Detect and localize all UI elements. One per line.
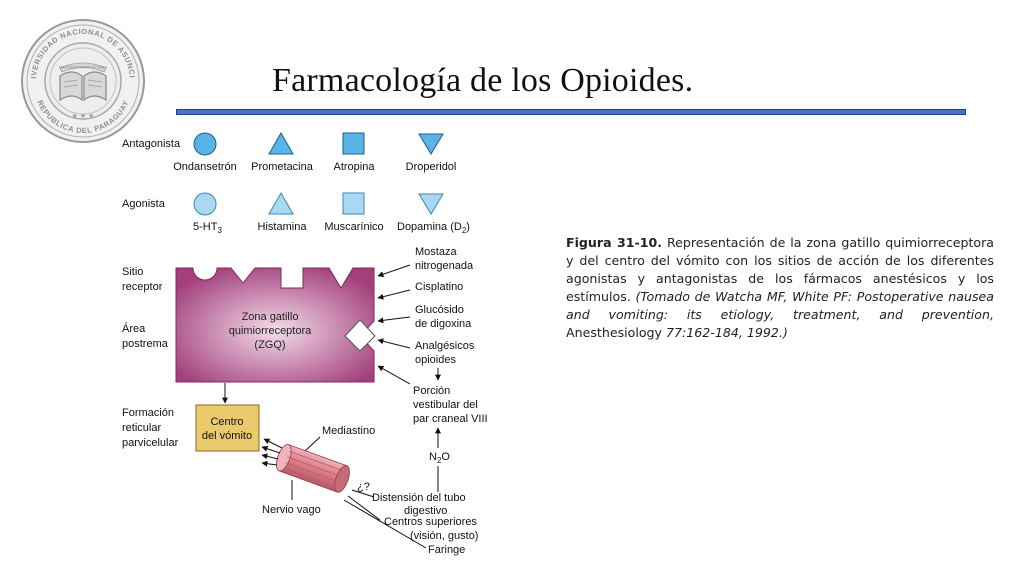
centros-superiores-label: (visión, gusto)	[410, 530, 478, 542]
agonist-inverted-triangle-shape	[418, 193, 444, 215]
zone-label: (ZGQ)	[254, 339, 285, 351]
seal-star-icon: ★ ★ ★	[72, 112, 95, 120]
sitio-receptor-label: receptor	[122, 281, 163, 293]
fiber-arrow	[261, 460, 278, 467]
stimulus-arrow	[377, 264, 411, 278]
nerve-line	[347, 495, 381, 521]
faringe-label: Faringe	[428, 544, 465, 556]
stimulus-label: Glucósido	[415, 304, 464, 316]
caption-citation: 77:162-184, 1992.)	[666, 325, 788, 340]
vomit-center-label: Centro	[210, 416, 243, 428]
sitio-receptor-label: Sitio	[122, 266, 143, 278]
university-seal-logo: UNIVERSIDAD NACIONAL DE ASUNCION REPUBLI…	[20, 18, 145, 143]
stimulus-label: nitrogenada	[415, 260, 474, 272]
chemoreceptor-zone-box	[175, 267, 375, 383]
distension-label: digestivo	[404, 505, 447, 517]
antagonist-triangle-shape	[268, 131, 294, 155]
question-label: ¿?	[357, 481, 370, 493]
stimulus-label: de digoxina	[415, 318, 472, 330]
agonist-triangle-shape	[268, 191, 294, 215]
vagus-nerve-cylinder	[276, 444, 350, 493]
figure-number: Figura 31-10.	[566, 235, 663, 250]
agonist-square-shape	[342, 192, 365, 215]
stimulus-arrow	[377, 338, 411, 349]
formacion-reticular-label: reticular	[122, 422, 161, 434]
agonist-row-label: Agonista	[122, 198, 166, 210]
mediastino-leader	[303, 436, 321, 453]
vomit-center-box	[195, 404, 260, 452]
agonist-label: 5-HT3	[193, 221, 222, 235]
agonist-label: Dopamina (D2)	[397, 221, 470, 235]
caption-text: Representación de la zona gatillo quimio…	[566, 235, 994, 304]
stimulus-label: par craneal VIII	[413, 413, 488, 425]
caption-journal: Anesthesiology	[566, 325, 666, 340]
agonist-circle-shape	[193, 192, 217, 216]
fiber-arrow	[263, 438, 283, 449]
formacion-reticular-label: parvicelular	[122, 437, 179, 449]
vomit-center-label: del vómito	[202, 430, 252, 442]
stimulus-arrow	[377, 316, 411, 324]
area-postrema-label: postrema	[122, 338, 169, 350]
caption-source: (Tomado de Watcha MF, White PF: Postoper…	[566, 289, 994, 322]
antagonist-label: Atropina	[334, 161, 376, 173]
stimulus-label: Mostaza	[415, 246, 457, 258]
seal-motto: MAGISTER IMPENDIT VERO	[59, 66, 107, 70]
nervio-vago-label: Nervio vago	[262, 504, 321, 516]
mediastino-label: Mediastino	[322, 425, 375, 437]
stimulus-label: Porción	[413, 385, 450, 397]
area-postrema-label: Área	[122, 322, 146, 335]
antagonist-circle-shape	[193, 132, 217, 156]
zone-label: Zona gatillo	[242, 311, 299, 323]
stimulus-arrow	[377, 289, 411, 300]
antagonist-label: Ondansetrón	[173, 161, 237, 173]
book-icon	[59, 71, 107, 102]
antagonist-row-label: Antagonista	[122, 138, 181, 150]
antagonist-label: Droperidol	[406, 161, 457, 173]
fiber-arrow	[261, 445, 281, 454]
stimulus-label: Analgésicos	[415, 340, 475, 352]
nerve-line	[351, 489, 375, 498]
slide-title: Farmacología de los Opioides.	[272, 62, 694, 99]
stimulus-label: opioides	[415, 354, 456, 366]
title-underline-bar	[176, 109, 966, 115]
zone-label: quimiorreceptora	[229, 325, 312, 337]
stimulus-label: Cisplatino	[415, 281, 463, 293]
stimulus-arrow	[377, 365, 411, 385]
stimulus-label: vestibular del	[413, 399, 478, 411]
nerve-line	[343, 499, 427, 549]
fiber-arrow	[261, 453, 279, 460]
n2o-label: N2O	[429, 451, 450, 465]
seal-ribbon	[59, 62, 107, 73]
antagonist-square-shape	[342, 132, 365, 155]
distension-label: Distensión del tubo	[372, 492, 466, 504]
antagonist-inverted-triangle-shape	[418, 133, 444, 155]
figure-caption: Figura 31-10. Representación de la zona …	[566, 234, 994, 342]
centros-superiores-label: Centros superiores	[384, 516, 477, 528]
agonist-label: Histamina	[258, 221, 308, 233]
agonist-label: Muscarínico	[324, 221, 383, 233]
antagonist-label: Prometacina	[251, 161, 314, 173]
opioid-receptor-diamond	[344, 319, 376, 352]
formacion-reticular-label: Formación	[122, 407, 174, 419]
